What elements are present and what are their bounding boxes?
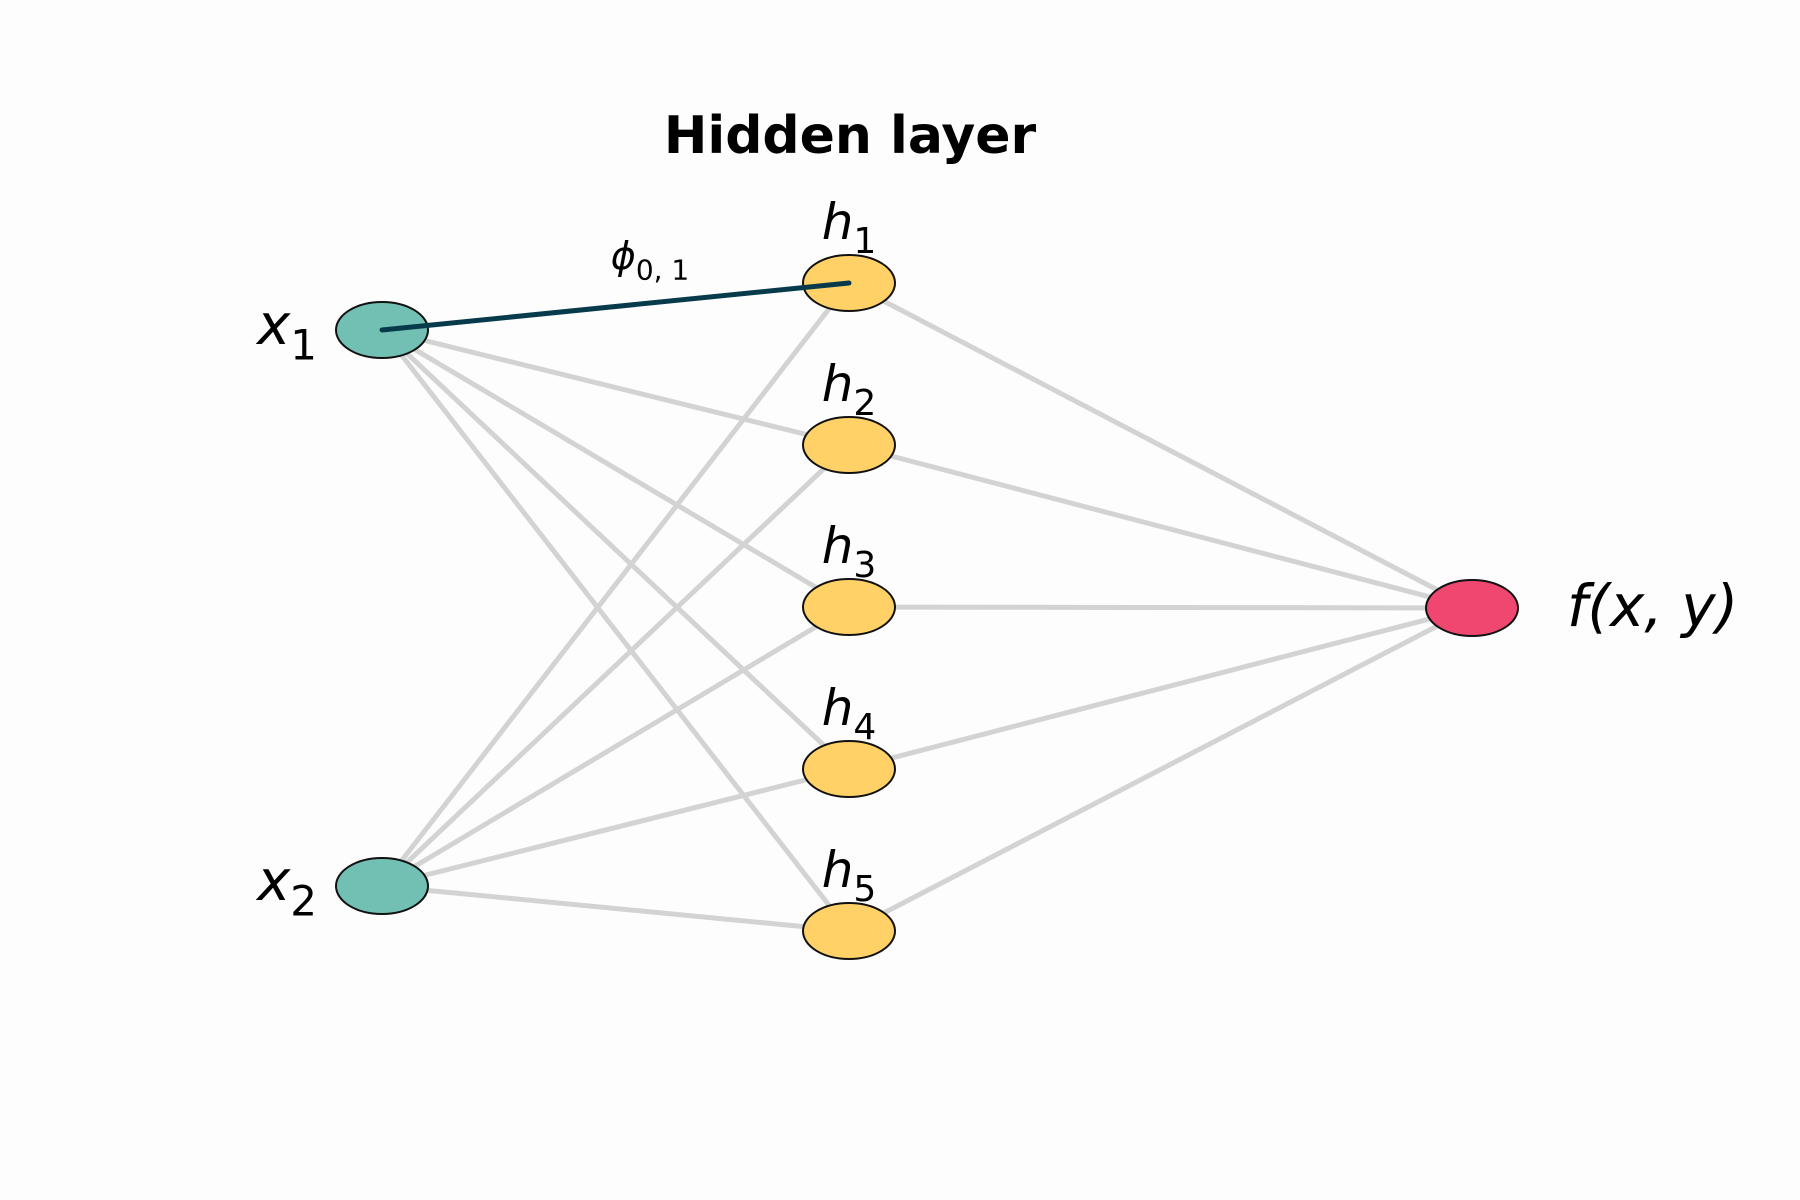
edge-x1-h2 xyxy=(379,327,852,448)
hidden-label-h2: h2 xyxy=(822,355,877,424)
hidden-label-h5: h5 xyxy=(822,841,877,910)
hidden-label-h4: h4 xyxy=(822,679,877,748)
edge-x1-h4 xyxy=(379,327,852,772)
hidden-node-h3 xyxy=(802,578,896,636)
edge-h4-f xyxy=(846,605,1475,772)
edge-x2-h2 xyxy=(379,442,852,889)
edge-x2-h1 xyxy=(379,280,852,889)
edge-x1-h1 xyxy=(379,280,852,333)
hidden-label-h1: h1 xyxy=(822,193,877,262)
edge-x2-h5 xyxy=(379,883,852,934)
edge-h5-f xyxy=(846,605,1475,934)
edge-h2-f xyxy=(846,442,1475,611)
edge-x1-h5 xyxy=(379,327,852,934)
hidden-label-h3: h3 xyxy=(822,517,877,586)
edge-x1-h3 xyxy=(379,327,852,610)
labels-group: x1 x2 h1 h2 h3 h4 h5 ϕ0, 1 f(x, y) xyxy=(255,193,1738,926)
diagram-title: Hidden layer xyxy=(664,106,1037,166)
input-node-x2 xyxy=(335,857,429,915)
edge-weight-label: ϕ0, 1 xyxy=(611,234,690,287)
edges-group xyxy=(379,280,1475,934)
hidden-node-h2 xyxy=(802,416,896,474)
hidden-node-h4 xyxy=(802,740,896,798)
edge-h3-f xyxy=(846,604,1475,611)
input-label-x1: x1 xyxy=(255,293,317,370)
output-label: f(x, y) xyxy=(1567,572,1738,640)
output-node-f xyxy=(1425,579,1519,637)
edge-h1-f xyxy=(846,280,1475,611)
edge-x2-h3 xyxy=(379,604,852,889)
input-label-x2: x2 xyxy=(255,849,317,926)
hidden-node-h5 xyxy=(802,902,896,960)
edge-x2-h4 xyxy=(379,766,852,889)
